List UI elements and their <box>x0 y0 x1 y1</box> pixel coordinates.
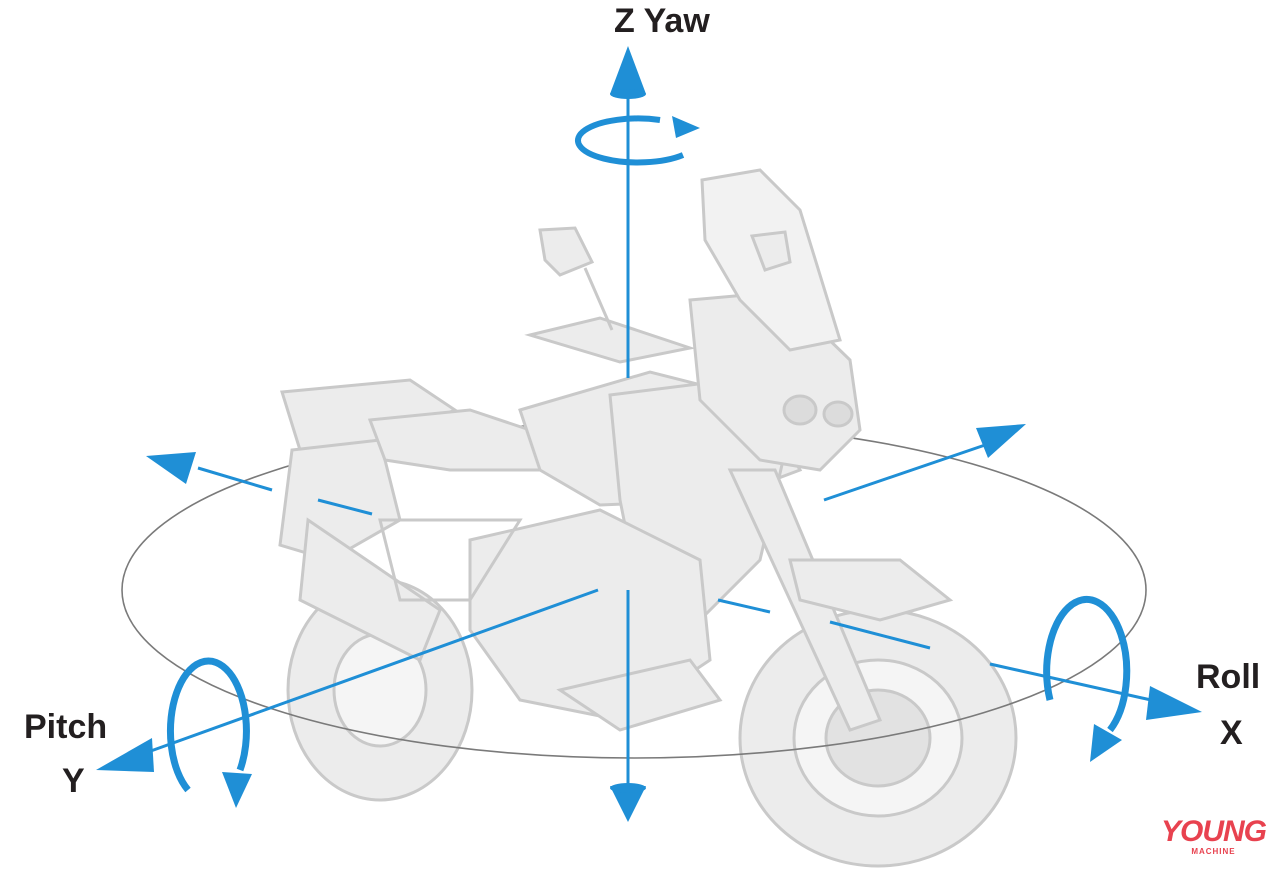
brand-main-text: YOUNG <box>1160 815 1267 848</box>
yaw-rotation-arrowhead <box>672 116 700 138</box>
roll-label: Roll <box>1196 658 1261 696</box>
z-yaw-label: Z Yaw <box>614 4 710 38</box>
left-mirror-stem <box>583 267 614 331</box>
pitch-label: Pitch <box>24 708 108 746</box>
roll-rotation-arrow <box>1043 595 1131 733</box>
yaw-label: Yaw <box>643 2 710 40</box>
left-mirror <box>538 226 595 277</box>
y-axis-arrowhead-back <box>146 452 196 484</box>
trellis-frame <box>378 518 523 602</box>
yaw-rotation-arrow <box>574 115 685 166</box>
z-axis-arrowhead-top <box>610 46 646 94</box>
right-mirror <box>749 230 792 272</box>
brand-logo: YOUNG MACHINE <box>1160 815 1267 856</box>
x-axis <box>717 424 1202 720</box>
skid-plate <box>556 658 723 732</box>
y-axis-arrowhead-front <box>96 738 154 772</box>
roll-rotation-arrowhead <box>1090 724 1122 762</box>
front-fender <box>788 558 954 622</box>
z-axis-label: Z <box>614 2 635 40</box>
pitch-rotation-arrow <box>166 657 250 793</box>
x-axis-label: X <box>1220 714 1243 752</box>
y-axis <box>96 452 599 772</box>
headlight-right <box>822 400 854 428</box>
z-axis-arrowhead-bottom <box>610 786 646 822</box>
brand-sub-text: MACHINE <box>1191 847 1236 856</box>
headlight-left <box>782 394 818 426</box>
x-axis-arrowhead-back <box>976 424 1026 458</box>
pitch-rotation-arrowhead <box>222 772 252 808</box>
z-axis <box>610 46 646 822</box>
handlebar <box>524 316 696 364</box>
motorcycle-illustration <box>278 168 1018 868</box>
x-axis-arrowhead-front <box>1146 686 1202 720</box>
y-axis-label: Y <box>62 762 85 800</box>
